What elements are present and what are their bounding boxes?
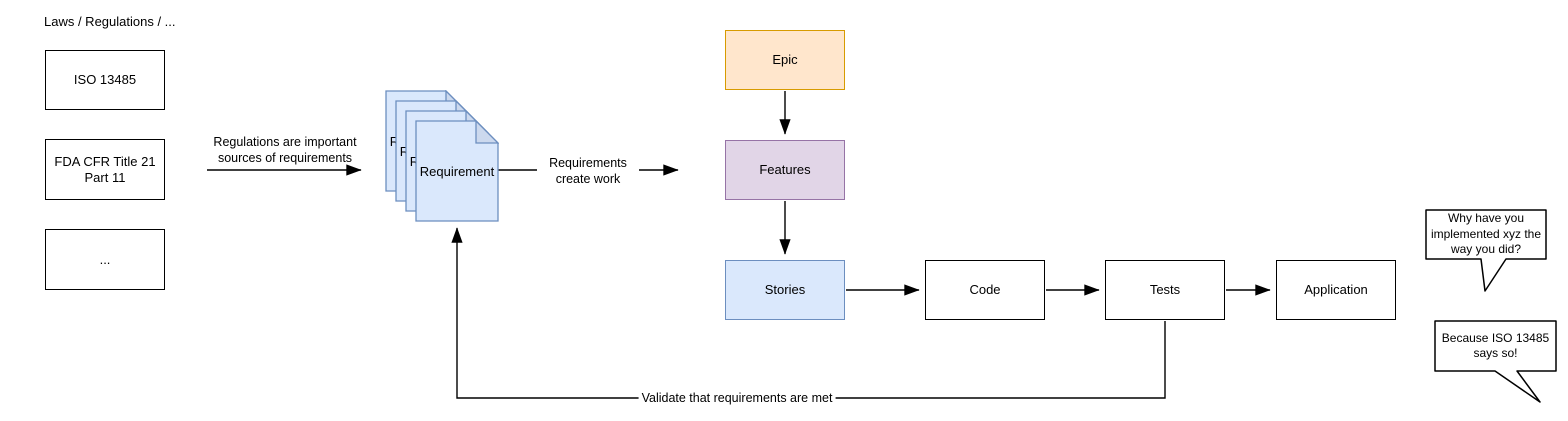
- tests-label: Tests: [1149, 282, 1181, 297]
- laws-group-title: Laws / Regulations / ...: [44, 14, 176, 29]
- requirements-create-work-label: Requirements create work: [537, 155, 639, 187]
- validate-loop-label: Validate that requirements are met: [638, 390, 836, 406]
- question-bubble-text: Why have you implemented xyz the way you…: [1430, 211, 1542, 257]
- application-label: Application: [1304, 282, 1368, 297]
- features-label: Features: [759, 162, 811, 177]
- code-box: Code: [925, 260, 1045, 320]
- requirement-doc-front: Requirement: [415, 120, 499, 222]
- tests-box: Tests: [1105, 260, 1225, 320]
- regulations-edge-label: Regulations are important sources of req…: [213, 135, 357, 165]
- code-label: Code: [969, 282, 1001, 297]
- more-sources-box: ...: [45, 229, 165, 290]
- iso-13485-box: ISO 13485: [45, 50, 165, 110]
- stories-box: Stories: [725, 260, 845, 320]
- question-bubble: [1425, 209, 1547, 292]
- application-box: Application: [1276, 260, 1396, 320]
- epic-label: Epic: [772, 52, 798, 67]
- more-sources-label: ...: [99, 251, 111, 267]
- answer-bubble-text: Because ISO 13485 says so!: [1441, 330, 1550, 361]
- fda-cfr-label: FDA CFR Title 21 Part 11: [54, 153, 156, 185]
- features-box: Features: [725, 140, 845, 200]
- iso-13485-label: ISO 13485: [73, 72, 137, 87]
- fda-cfr-box: FDA CFR Title 21 Part 11: [45, 139, 165, 200]
- epic-box: Epic: [725, 30, 845, 90]
- stories-label: Stories: [764, 282, 806, 297]
- answer-bubble: [1434, 320, 1557, 403]
- requirement-doc-label: Requirement: [419, 163, 495, 179]
